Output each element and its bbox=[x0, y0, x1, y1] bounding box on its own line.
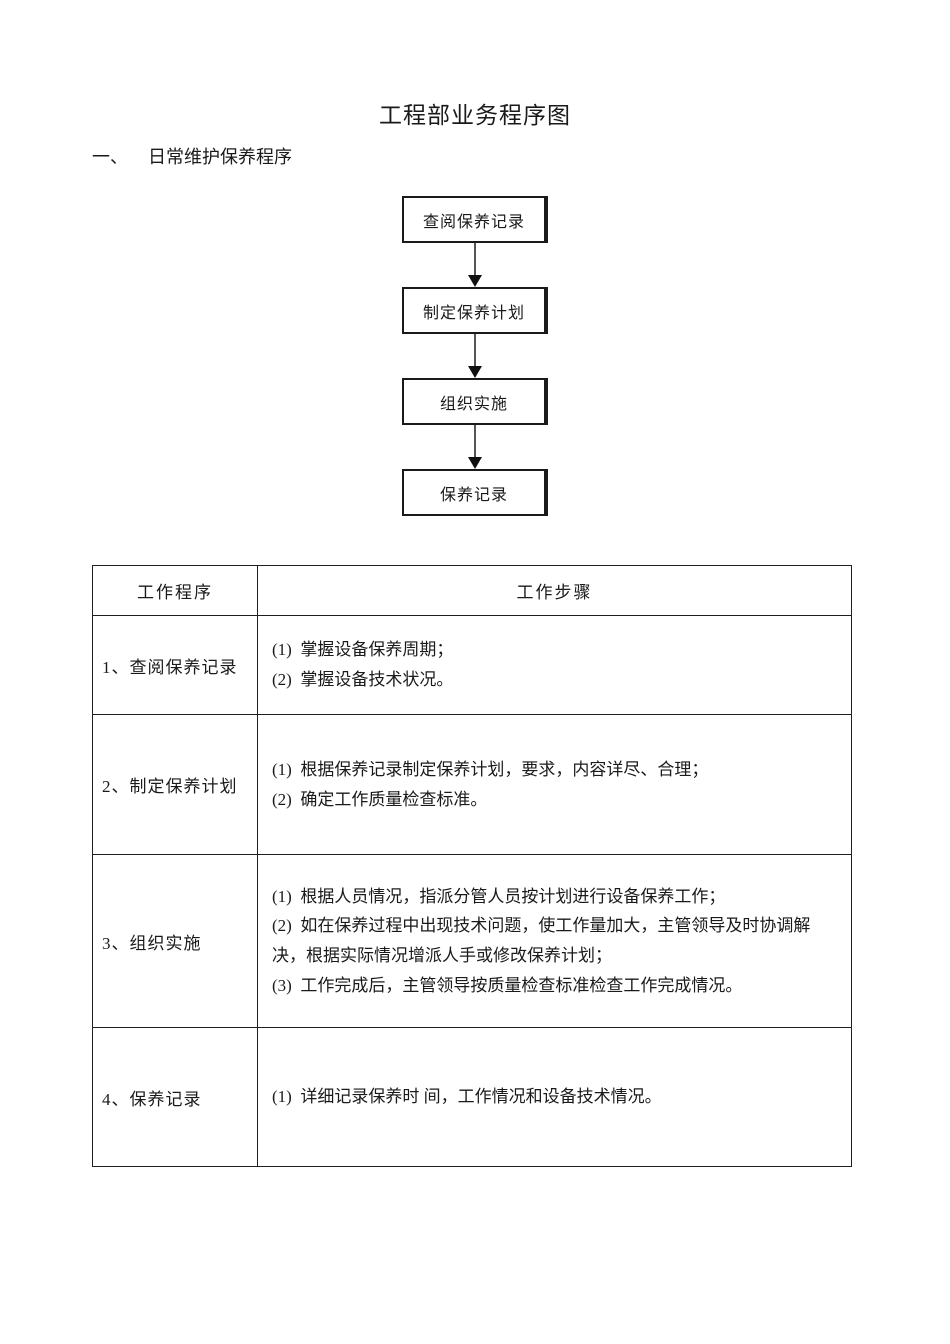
section-number: 一、 bbox=[92, 147, 128, 167]
steps-cell: (1) 详细记录保养时 间，工作情况和设备技术情况。 bbox=[257, 1027, 852, 1167]
procedure-cell: 4、保养记录 bbox=[92, 1027, 258, 1167]
section-title: 日常维护保养程序 bbox=[148, 147, 292, 167]
arrow-line bbox=[474, 334, 476, 366]
header-procedure: 工作程序 bbox=[92, 565, 258, 616]
header-steps: 工作步骤 bbox=[257, 565, 852, 616]
flowchart: 查阅保养记录制定保养计划组织实施保养记录 bbox=[0, 196, 950, 516]
arrow-head-icon bbox=[468, 366, 482, 378]
arrow-head-icon bbox=[468, 457, 482, 469]
step-text: (2) 如在保养过程中出现技术问题，使工作量加大，主管领导及时协调解决，根据实际… bbox=[272, 916, 811, 965]
arrow-line bbox=[474, 243, 476, 275]
step-text: (1) 详细记录保养时 间，工作情况和设备技术情况。 bbox=[272, 1087, 662, 1107]
arrow-line bbox=[474, 425, 476, 457]
table-row: 2、制定保养计划 (1) 根据保养记录制定保养计划，要求，内容详尽、合理； (2) … bbox=[92, 714, 852, 855]
procedure-cell: 3、组织实施 bbox=[92, 854, 258, 1028]
step-text: (2) 掌握设备技术状况。 bbox=[272, 670, 454, 689]
procedure-cell: 1、查阅保养记录 bbox=[92, 615, 258, 715]
step-text: (2) 确定工作质量检查标准。 bbox=[272, 789, 488, 809]
table-row: 3、组织实施 (1) 根据人员情况，指派分管人员按计划进行设备保养工作； (2) 如… bbox=[92, 854, 852, 1028]
procedure-cell: 2、制定保养计划 bbox=[92, 714, 258, 855]
flow-box: 保养记录 bbox=[402, 469, 548, 516]
steps-cell: (1) 根据保养记录制定保养计划，要求，内容详尽、合理； (2) 确定工作质量检查… bbox=[257, 714, 852, 855]
flow-arrow-down-icon bbox=[468, 334, 482, 378]
table-header-row: 工作程序 工作步骤 bbox=[92, 565, 852, 616]
step-text: (1) 掌握设备保养周期； bbox=[272, 640, 454, 660]
steps-cell: (1) 掌握设备保养周期； (2) 掌握设备技术状况。 bbox=[257, 615, 852, 715]
page-title: 工程部业务程序图 bbox=[379, 103, 571, 128]
step-text: (3) 工作完成后，主管领导按质量检查标准检查工作完成情况。 bbox=[272, 975, 743, 995]
procedure-table: 工作程序 工作步骤 1、查阅保养记录 (1) 掌握设备保养周期； (2) 掌握设备技… bbox=[92, 565, 852, 1167]
step-text: (1) 根据人员情况，指派分管人员按计划进行设备保养工作； bbox=[272, 886, 726, 906]
flow-box: 查阅保养记录 bbox=[402, 196, 548, 243]
flow-box: 组织实施 bbox=[402, 378, 548, 425]
flow-box: 制定保养计划 bbox=[402, 287, 548, 334]
section-heading: 一、日常维护保养程序 bbox=[92, 143, 292, 169]
steps-cell: (1) 根据人员情况，指派分管人员按计划进行设备保养工作； (2) 如在保养过程中… bbox=[257, 854, 852, 1028]
table-row: 1、查阅保养记录 (1) 掌握设备保养周期； (2) 掌握设备技术状况。 bbox=[92, 615, 852, 715]
table-body: 1、查阅保养记录 (1) 掌握设备保养周期； (2) 掌握设备技术状况。 2、制定保养… bbox=[92, 615, 852, 1167]
step-text: (1) 根据保养记录制定保养计划，要求，内容详尽、合理； bbox=[272, 759, 709, 779]
table-row: 4、保养记录 (1) 详细记录保养时 间，工作情况和设备技术情况。 bbox=[92, 1027, 852, 1167]
flow-arrow-down-icon bbox=[468, 243, 482, 287]
arrow-head-icon bbox=[468, 275, 482, 287]
flow-arrow-down-icon bbox=[468, 425, 482, 469]
